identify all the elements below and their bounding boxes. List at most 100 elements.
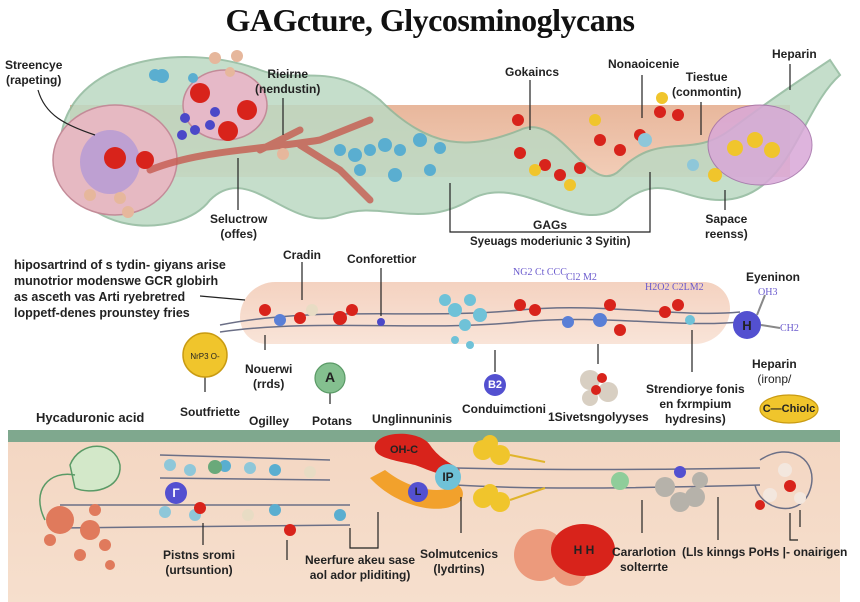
label-unglinnuninis: Unglinnuninis [372, 412, 452, 426]
description-paragraph: hiposartrind of s tydin- giyans arise mu… [14, 257, 226, 321]
label-strendiorye-line2: en fxrmpium [659, 397, 732, 411]
top-pointers [37, 64, 791, 233]
bracket-caption: Syeuags moderiunic 3 Syitin) [470, 236, 631, 248]
tissue-band-bottom-border [8, 430, 840, 442]
label-rieirne: Rieirne (nendustin) [255, 67, 320, 97]
blue-sphere [484, 374, 506, 396]
label-solmutcenics: Solmutcenics (lydrtins) [420, 547, 498, 577]
label-heparin-top: Heparin [772, 47, 817, 61]
h-sphere-text: H [742, 318, 752, 333]
label-streencye-line1: Streencye [5, 58, 63, 72]
label-tiestue-line2: (conmontin) [672, 85, 742, 99]
label-nonaoicenie: Nonaoicenie [608, 57, 680, 71]
red-blob [374, 433, 460, 475]
atoms-top [84, 50, 780, 218]
label-nouerwi-line2: (rrds) [253, 377, 285, 391]
label-heparin-mid-line2: (ironp/ [757, 372, 792, 386]
yellow-sphere [182, 332, 228, 378]
paragraph-line: loppetf-denes prounstey fries [14, 306, 190, 320]
label-seluctrow-line2: (offes) [220, 227, 258, 241]
label-neerfure: Neerfure akeu sase aol ador pliditing) [305, 553, 415, 583]
label-pistns-line1: Pistns sromi [163, 548, 236, 562]
label-cararlotion-line2: solterrte [619, 560, 669, 574]
label-neerfure-line2: aol ador pliditing) [309, 568, 411, 582]
chem-label: H2O2 C2LM2 [645, 282, 704, 293]
chem-label: OH3 [758, 287, 778, 298]
hh-atom-3 [551, 524, 615, 576]
paragraph-line: as asceth vas Arti ryebretred [14, 290, 186, 304]
paragraph-line: munotrior modenswe GCR globirh [14, 274, 219, 288]
chem-label: CH2 [780, 323, 799, 334]
hydroxyl-sphere [208, 460, 222, 474]
heparin-pill [759, 394, 819, 424]
label-cararlotion-line1: Cararlotion [612, 545, 677, 559]
yellow-sphere-text: NrP3 O- [190, 352, 220, 361]
label-pistns: Pistns sromi (urtsuntion) [163, 548, 235, 578]
label-sapace: Sapace reenss) [705, 212, 748, 242]
atoms-bottom [44, 459, 346, 570]
middle-strands [219, 306, 741, 333]
purple-l-sphere [408, 482, 428, 502]
label-strendiorye: Strendiorye fonis en fxrmpium hydresins) [646, 382, 745, 427]
blood-vessel [146, 116, 374, 204]
label-rieirne-line2: (nendustin) [255, 82, 321, 96]
purple-l-text: L [414, 486, 422, 498]
label-gokaincs: Gokaincs [505, 65, 560, 79]
label-neerfure-line1: Neerfure akeu sase [305, 553, 416, 567]
label-rieirne-line1: Rieirne [267, 67, 308, 81]
label-solmutcenics-line2: (lydrtins) [433, 562, 485, 576]
label-nouerwi: Nouerwi (rrds) [245, 362, 292, 392]
chem-label: Cl2 M2 [566, 272, 597, 283]
label-conforettior: Conforettior [347, 252, 417, 266]
green-sphere [314, 362, 346, 394]
cyan-p-text: IP [442, 470, 454, 484]
molecule-cluster [580, 370, 618, 406]
green-sphere-text: A [324, 369, 336, 385]
label-gags: GAGs [533, 218, 568, 232]
label-pistns-line2: (urtsuntion) [165, 563, 233, 577]
blue-sphere-text: B2 [487, 379, 503, 391]
gamma-text: Γ [172, 486, 180, 500]
label-solmutcenics-line1: Solmutcenics [420, 547, 499, 561]
label-nouerwi-line1: Nouerwi [245, 362, 293, 376]
label-sivetsngolyyses: 1Sivetsngolyyses [548, 410, 649, 424]
grey-cluster [611, 466, 708, 512]
atoms-middle [259, 294, 695, 349]
knot-structure [754, 451, 813, 510]
diagram-title: GAGcture, Glycosminoglycans [225, 2, 636, 38]
green-cell-bottom [69, 445, 121, 492]
yellow-clusters [473, 435, 510, 512]
middle-pointers [204, 262, 693, 404]
label-hyaluronic-acid: Hycaduronic acid [36, 410, 145, 425]
hh-text: H H [573, 543, 595, 557]
label-soutfriette: Soutfriette [180, 405, 240, 419]
heparin-pill-text: C—Chiolc [762, 403, 816, 415]
label-strendiorye-line1: Strendiorye fonis [646, 382, 745, 396]
yellow-arrows [509, 454, 546, 501]
label-streencye: Streencye (rapeting) [5, 58, 62, 88]
label-cradin: Cradin [283, 248, 322, 262]
bottom-pointers [202, 497, 801, 560]
label-lls-kinngs: (Lls kinngs PoHs |- onairigen [682, 545, 848, 559]
label-seluctrow: Seluctrow (offes) [210, 212, 267, 242]
label-streencye-line2: (rapeting) [6, 73, 62, 87]
paragraph-line: hiposartrind of s tydin- giyans arise [14, 258, 226, 272]
label-ogilley: Ogilley [249, 414, 290, 428]
label-seluctrow-line1: Seluctrow [210, 212, 268, 226]
chem-label: NG2 Ct CCC [513, 267, 567, 278]
gamma-sphere [165, 482, 187, 504]
label-heparin-mid: Heparin (ironp/ [752, 357, 797, 387]
label-tiestue: Tiestue (conmontin) [672, 70, 741, 100]
label-heparin-mid-line1: Heparin [752, 357, 797, 371]
label-conduimctioni: Conduimctioni [462, 402, 546, 416]
label-eyeninon: Eyeninon [746, 270, 801, 284]
label-tiestue-line1: Tiestue [685, 70, 728, 84]
label-potans: Potans [312, 414, 353, 428]
label-sapace-line2: reenss) [705, 227, 748, 241]
h-sphere [733, 311, 761, 339]
cyan-p-sphere [435, 464, 461, 490]
label-strendiorye-line3: hydresins) [665, 412, 726, 426]
label-cararlotion: Cararlotion solterrte [612, 545, 676, 575]
red-blob-text: OH-C [389, 444, 419, 456]
